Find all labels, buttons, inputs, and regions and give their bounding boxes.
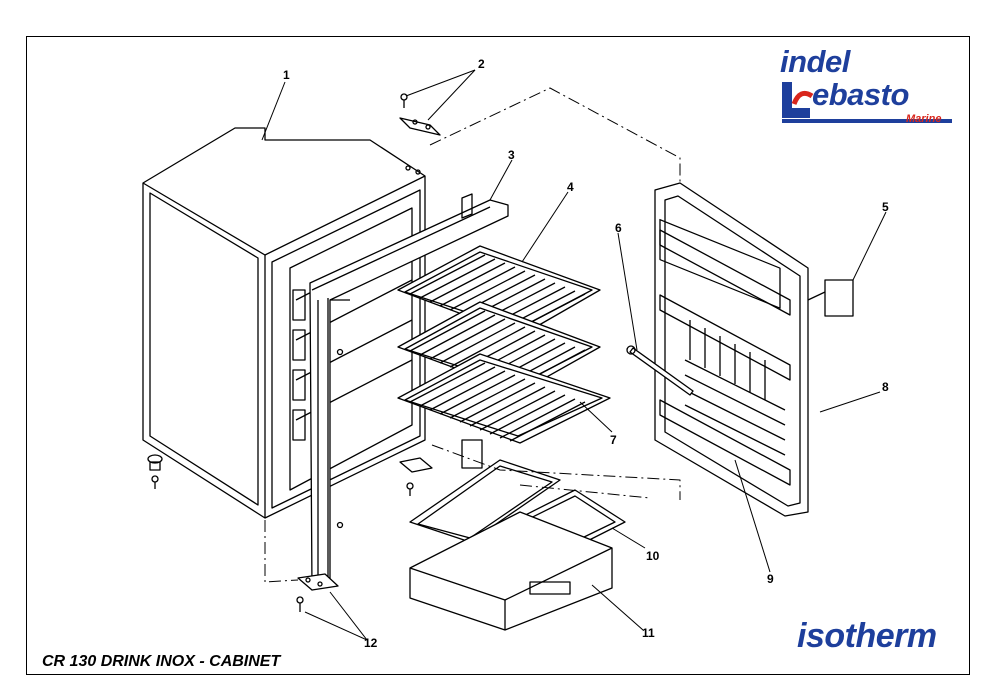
leader-lines — [261, 69, 887, 641]
callout-8: 8 — [882, 380, 889, 394]
callout-3: 3 — [508, 148, 515, 162]
callout-11: 11 — [642, 626, 655, 640]
assembly-lines — [264, 87, 681, 583]
callout-12: 12 — [364, 636, 378, 650]
door — [654, 182, 854, 517]
callout-2: 2 — [478, 57, 485, 71]
callout-4: 4 — [567, 180, 574, 194]
webasto-logo-text: ebasto — [812, 77, 909, 112]
callout-7: 7 — [610, 433, 617, 447]
crisper-drawers — [409, 459, 626, 631]
bottle-bar — [626, 345, 694, 396]
indel-logo-text: indel — [780, 44, 850, 79]
callout-9: 9 — [767, 572, 774, 586]
marine-logo-text: Marine — [906, 113, 942, 125]
callout-5: 5 — [882, 200, 889, 214]
drawing-frame — [26, 36, 970, 675]
wire-shelves — [397, 245, 611, 469]
diagram-caption: CR 130 DRINK INOX - CABINET — [42, 653, 281, 670]
callout-1: 1 — [283, 68, 290, 82]
front-frame — [309, 193, 509, 591]
callout-10: 10 — [646, 549, 660, 563]
webasto-logo-mark — [782, 82, 952, 123]
callout-6: 6 — [615, 221, 622, 235]
cabinet-body — [142, 127, 426, 519]
hinges-and-screws — [147, 93, 441, 612]
isotherm-logo-text: isotherm — [797, 617, 937, 655]
